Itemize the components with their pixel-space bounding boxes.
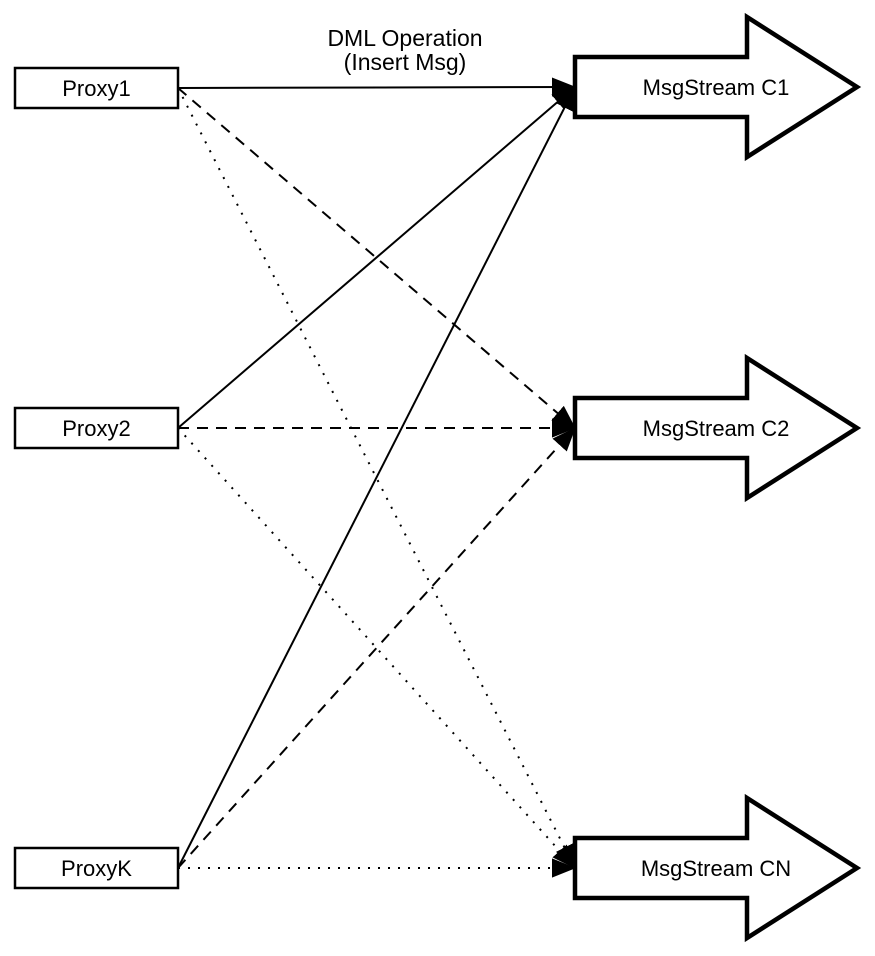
- edge-proxy2-to-c1-solid: [177, 86, 576, 429]
- stream-label-cn: MsgStream CN: [641, 856, 791, 881]
- edge-proxyk-to-c1-solid: [177, 86, 576, 869]
- edges-layer: [177, 77, 576, 878]
- proxy-node-proxy1: Proxy1: [13, 66, 180, 110]
- stream-label-c1: MsgStream C1: [643, 75, 790, 100]
- proxy-box-proxy1: [13, 66, 180, 110]
- stream-node-c2: MsgStream C2: [572, 353, 862, 503]
- stream-node-c1: MsgStream C1: [572, 12, 862, 162]
- msgstream-arrow-c2: [572, 353, 862, 503]
- proxy-label-proxyk: ProxyK: [61, 856, 132, 881]
- proxy-box-proxy2: [13, 406, 180, 450]
- proxy-label-proxy1: Proxy1: [62, 76, 130, 101]
- msgstream-arrow-c1: [572, 12, 862, 162]
- proxy-node-proxyk: ProxyK: [13, 846, 180, 890]
- proxy-box-proxyk: [13, 846, 180, 890]
- edge-proxy1-to-c1-solid: [177, 77, 576, 97]
- annotation-layer: DML Operation(Insert Msg): [327, 25, 482, 75]
- edge-proxyk-to-c2-dashed: [177, 427, 576, 869]
- edge-annotation-line-2: (Insert Msg): [344, 49, 467, 75]
- edge-annotation-line-1: DML Operation: [327, 25, 482, 51]
- proxy-label-proxy2: Proxy2: [62, 416, 130, 441]
- proxy-node-proxy2: Proxy2: [13, 406, 180, 450]
- stream-node-cn: MsgStream CN: [572, 793, 862, 943]
- stream-label-c2: MsgStream C2: [643, 416, 790, 441]
- msgstream-arrow-cn: [572, 793, 862, 943]
